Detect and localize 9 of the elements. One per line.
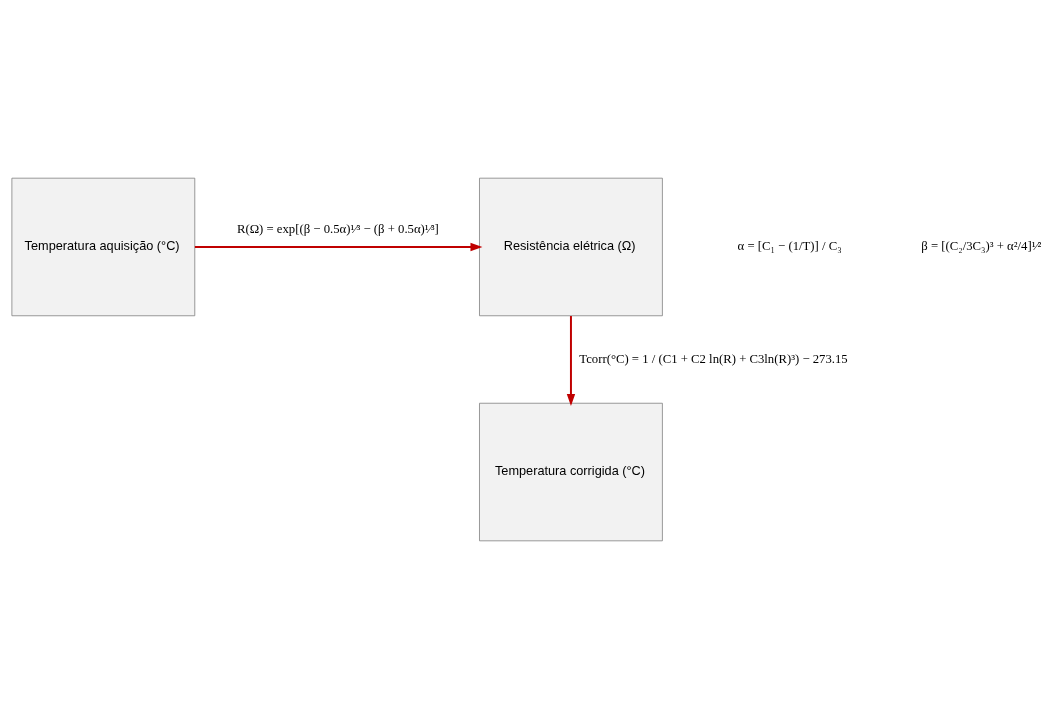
arrow — [193, 242, 483, 251]
node-box: Temperatura corrigida (°C) — [479, 402, 663, 541]
label: α = [C₁ − (1/T)] / C₃ — [737, 238, 842, 253]
label: β = [(C₂/3C₃)³ + α²/4]¹⁄² — [921, 238, 1042, 253]
edge-label: R(Ω) = exp[(β − 0.5α)¹⁄³ − (β + 0.5α)¹⁄³] — [236, 221, 439, 235]
node-box: Temperatura aquisição (°C) — [11, 177, 196, 316]
node-box: Resistência elétrica (Ω) — [479, 177, 663, 316]
edge-label: Tcorr(°C) = 1 / (C1 + C2 ln(R) + C3ln(R)³) − 273.15 — [579, 351, 848, 366]
arrow — [566, 314, 576, 406]
